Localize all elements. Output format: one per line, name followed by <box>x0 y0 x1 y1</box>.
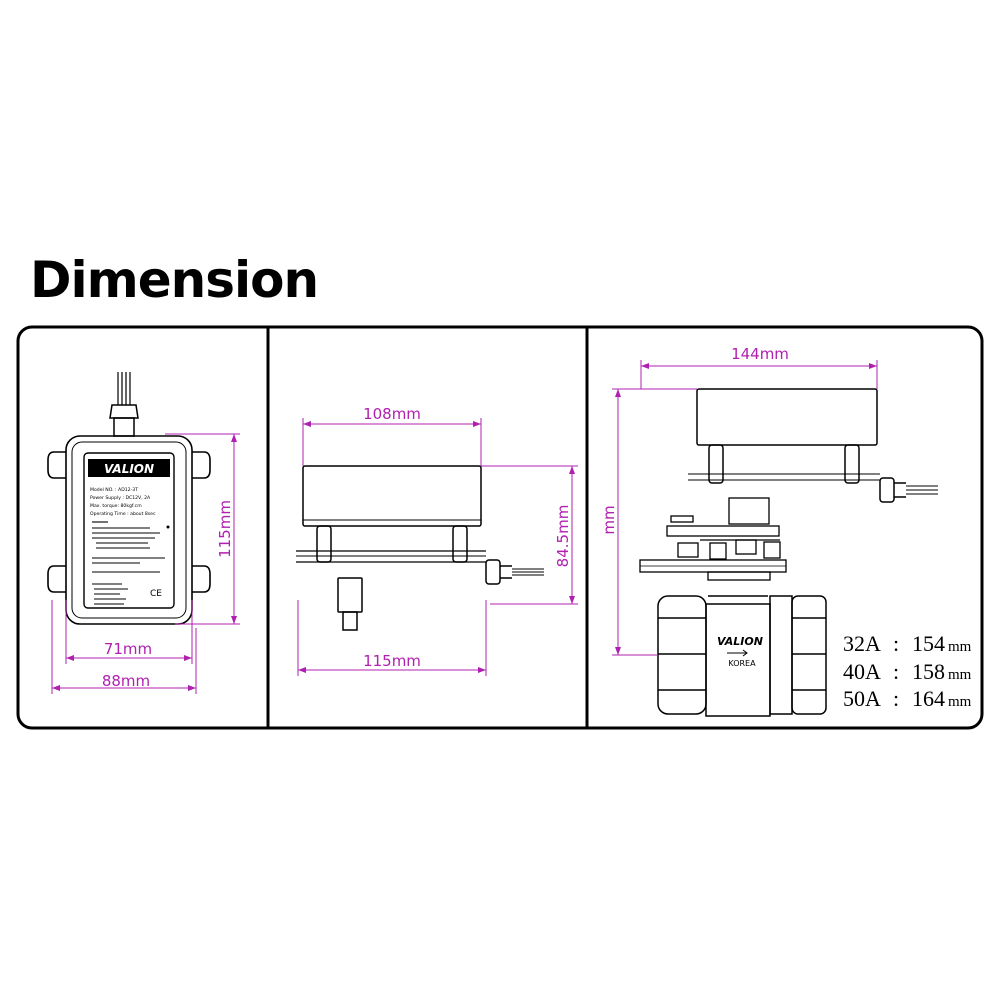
size-table: 32A : 154 mm 40A : 158 mm 50A : 164 mm <box>843 631 972 711</box>
size-row-3-size: 50A <box>843 686 881 711</box>
panel-side-view: 108mm 115mm 84.5mm <box>296 405 578 676</box>
dim-lines-panel2 <box>297 418 578 676</box>
size-row-3-unit: mm <box>948 694 972 710</box>
plate-line-3: Max. torque: 80kgf.cm <box>90 503 142 509</box>
dim-bottom-width-label: 115mm <box>363 652 421 670</box>
dim-inner-width-label: 71mm <box>104 640 152 658</box>
dim-arrows-panel3 <box>615 363 877 655</box>
dim-height-label: 84.5mm <box>554 505 572 568</box>
plate-fine-print <box>92 521 165 605</box>
panel-valve-assembly: VALION KOREA 144mm mm 32A : 154 mm 40A : <box>600 345 972 717</box>
size-row-1-unit: mm <box>948 639 972 655</box>
dim-arrows-panel1 <box>52 434 237 691</box>
ball-valve <box>657 595 827 717</box>
size-row-3-value: 164 <box>912 686 945 711</box>
panel-front-view: VALION Model NO. : AD12-3T Power Supply … <box>47 372 240 694</box>
actuator-body <box>47 435 211 625</box>
plate-line-4: Operating Time : about 8sec <box>90 511 156 517</box>
size-row-3-sep: : <box>893 686 899 711</box>
page-title: Dimension <box>30 251 319 309</box>
size-row-2-value: 158 <box>912 659 945 684</box>
dim-top-width-label: 144mm <box>731 345 789 363</box>
size-row-1-size: 32A <box>843 631 881 656</box>
device-logo: VALION <box>104 462 154 476</box>
plate-line-1: Model NO. : AD12-3T <box>90 487 138 493</box>
mounting-bracket <box>639 497 787 581</box>
cable <box>109 372 139 437</box>
actuator-side <box>296 465 544 631</box>
plate-dot <box>166 525 170 529</box>
dim-top-width-label: 108mm <box>363 405 421 423</box>
ce-mark: CE <box>150 589 162 599</box>
dim-height-label: mm <box>600 505 618 534</box>
size-row-1-value: 154 <box>912 631 945 656</box>
valve-origin: KOREA <box>728 659 756 668</box>
outer-frame <box>16 325 984 730</box>
dim-lines-panel3 <box>612 360 878 656</box>
size-row-2-sep: : <box>893 659 899 684</box>
dim-arrows-panel2 <box>298 421 575 673</box>
actuator-top <box>688 388 938 503</box>
size-row-2-size: 40A <box>843 659 881 684</box>
dim-outer-width-label: 88mm <box>102 672 150 690</box>
plate-line-2: Power Supply : DC12V, 2A <box>90 495 151 501</box>
size-row-1-sep: : <box>893 631 899 656</box>
size-row-2-unit: mm <box>948 667 972 683</box>
flow-arrow-icon <box>727 649 748 657</box>
logo-band <box>88 459 170 477</box>
dim-height-label: 115mm <box>216 500 234 558</box>
valve-logo: VALION <box>717 635 763 648</box>
dim-lines-panel1 <box>51 433 240 694</box>
